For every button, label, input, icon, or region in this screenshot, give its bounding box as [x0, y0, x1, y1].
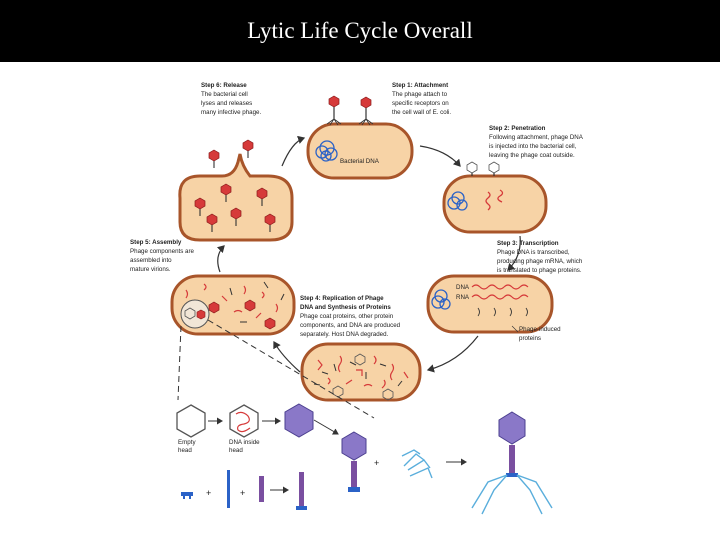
dna-inside-head-icon — [229, 404, 259, 438]
arrow-4-to-5 — [273, 340, 301, 373]
step4-text: Step 4: Replication of Phage DNA and Syn… — [300, 295, 401, 338]
step1-line: The phage attach to — [392, 91, 448, 98]
step3-line: Phage DNA is transcribed, — [497, 249, 570, 256]
step1-cell: Bacterial DNA — [306, 95, 414, 180]
step6-line: The bacterial cell — [201, 91, 248, 98]
cycle-arrows — [216, 135, 521, 373]
plus-sign: + — [374, 458, 379, 468]
arrow-2-to-3 — [507, 235, 521, 271]
step4-line: separately. Host DNA degraded. — [300, 331, 389, 338]
plus-sign: + — [240, 488, 245, 498]
phage-icon — [358, 96, 374, 126]
step3-text: Step 3: Transcription Phage DNA is trans… — [497, 240, 583, 274]
step5-line: assembled into — [130, 257, 172, 264]
step6-line: many infective phage. — [201, 109, 261, 116]
empty-head-label: head — [178, 447, 192, 454]
step4-line: Phage coat proteins, other protein — [300, 313, 394, 320]
step1-line: the cell wall of E. coli. — [392, 109, 451, 116]
step2-text: Step 2: Penetration Following attachment… — [489, 125, 584, 159]
step3-heading: Step 3: Transcription — [497, 240, 559, 247]
arrow-5-to-6 — [216, 245, 225, 273]
phage-coat-icon — [466, 161, 500, 176]
phage-proteins-label-1: Phage-induced — [519, 326, 561, 333]
dna-label: DNA — [456, 284, 470, 291]
bacterial-dna-label: Bacterial DNA — [340, 158, 380, 165]
dna-head-label: DNA inside — [229, 439, 260, 446]
step6-line: lyses and releases — [201, 100, 252, 107]
step5-cell — [170, 274, 296, 336]
step5-line: mature virions. — [130, 266, 171, 273]
callout-lines — [177, 319, 375, 419]
mature-phage-icon — [471, 411, 553, 515]
step3-cell: DNA RNA Phage-induced proteins — [426, 274, 561, 342]
step6-text: Step 6: Release The bacterial cell lyses… — [201, 82, 261, 116]
tail-sheath-icon — [259, 476, 264, 502]
step6-cell — [178, 139, 294, 242]
empty-head-label: Empty — [178, 439, 196, 446]
step2-cell — [442, 161, 548, 234]
filled-head-icon — [284, 403, 314, 438]
arrow-1-to-2 — [419, 145, 461, 167]
phage-proteins-label-2: proteins — [519, 335, 541, 342]
released-phages — [194, 139, 276, 232]
step1-line: specific receptors on — [392, 100, 449, 107]
assembly-detail: Empty head DNA inside head + — [176, 403, 553, 515]
step3-line: is translated to phage proteins. — [497, 267, 582, 274]
step2-heading: Step 2: Penetration — [489, 125, 546, 132]
rna-label: RNA — [456, 294, 470, 301]
assembled-tail-icon — [296, 472, 307, 510]
plus-sign: + — [206, 488, 211, 498]
step4-cell — [300, 342, 422, 402]
tail-fibers-icon — [401, 449, 433, 479]
slide-title: Lytic Life Cycle Overall — [247, 18, 473, 43]
phage-icon — [326, 95, 342, 126]
step3-line: producing phage mRNA, which — [497, 258, 583, 265]
step5-heading: Step 5: Assembly — [130, 239, 182, 246]
step5-line: Phage components are — [130, 248, 195, 255]
step2-line: Following attachment, phage DNA — [489, 134, 584, 141]
empty-head-icon — [176, 404, 206, 438]
step4-line: DNA and Synthesis of Proteins — [300, 304, 391, 311]
arrow-6-to-1 — [281, 135, 306, 167]
dna-head-label: head — [229, 447, 243, 454]
step1-heading: Step 1: Attachment — [392, 82, 448, 89]
bacterial-dna-coil — [315, 140, 338, 162]
tail-core-icon — [227, 470, 230, 508]
step2-line: leaving the phage coat outside. — [489, 152, 575, 159]
step4-heading: Step 4: Replication of Phage — [300, 295, 384, 302]
baseplate-icon — [181, 492, 193, 499]
step1-text: Step 1: Attachment The phage attach to s… — [392, 82, 451, 116]
step5-text: Step 5: Assembly Phage components are as… — [130, 239, 195, 273]
head-tail-phage-icon — [341, 431, 367, 492]
step2-line: is injected into the bacterial cell, — [489, 143, 577, 150]
arrow-3-to-4 — [426, 335, 479, 373]
step6-heading: Step 6: Release — [201, 82, 247, 89]
step4-line: components, and DNA are produced — [300, 322, 401, 329]
title-bar: Lytic Life Cycle Overall — [0, 0, 720, 62]
